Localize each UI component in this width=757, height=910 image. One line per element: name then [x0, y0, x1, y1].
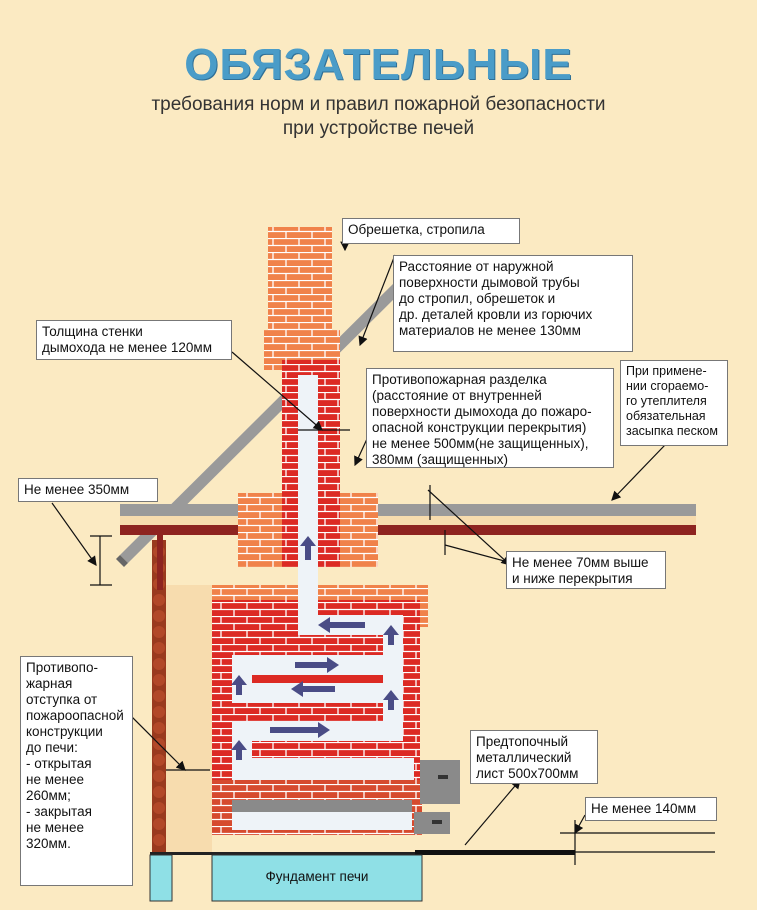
pre-furnace-sheet: [415, 850, 575, 855]
arrow-icon: [383, 625, 399, 645]
arrow-icon: [383, 690, 399, 710]
door-handle-lower: [432, 820, 442, 824]
roof-distance-label: Расстояние от наружной поверхности дымов…: [393, 255, 633, 352]
door-handle-upper: [438, 775, 448, 779]
leader-lines: [51, 218, 715, 865]
page-subtitle-1: требования норм и правил пожарной безопа…: [151, 94, 606, 115]
min-70-label: Не менее 70мм выше и ниже перекрытия: [506, 551, 666, 589]
arrow-icon: [295, 657, 339, 673]
arrow-icon: [318, 617, 365, 633]
min-140-label: Не менее 140мм: [585, 797, 717, 821]
page-title: ОБЯЗАТЕЛЬНЫЕ: [184, 40, 573, 89]
fire-cut-flue: [298, 493, 318, 567]
arrow-icon: [300, 536, 316, 560]
foundation-label: Фундамент печи: [265, 869, 369, 884]
arrow-icon: [231, 740, 247, 760]
min-350-label: Не менее 350мм: [18, 478, 158, 502]
rafters-label: Обрешетка, стропила: [342, 218, 520, 244]
chimney-top: [268, 227, 332, 335]
stove-partitions: [252, 637, 383, 719]
firebox: [212, 780, 422, 835]
wall-foundation: [149, 854, 173, 902]
sheet-label: Предтопочный металлический лист 500х700м…: [470, 730, 598, 784]
arrow-icon: [291, 681, 335, 697]
floor-line: [150, 852, 575, 855]
stove-door-upper: [420, 760, 460, 804]
wall-thickness-label: Толщина стенки дымохода не менее 120мм: [36, 320, 232, 360]
flow-arrows: [231, 536, 399, 760]
wall-interior: [162, 585, 212, 853]
indent-label: Противопо- жарная отступка от пожароопас…: [20, 656, 133, 886]
arrow-icon: [270, 722, 330, 738]
insulation-label: При примене- нии сгораемо- го утеплителя…: [620, 360, 728, 446]
fire-cut-label: Противопожарная разделка (расстояние от …: [366, 368, 614, 468]
foundation-block: [211, 854, 423, 902]
arrow-icon: [231, 675, 247, 695]
page-subtitle-2: при устройстве печей: [282, 118, 475, 139]
